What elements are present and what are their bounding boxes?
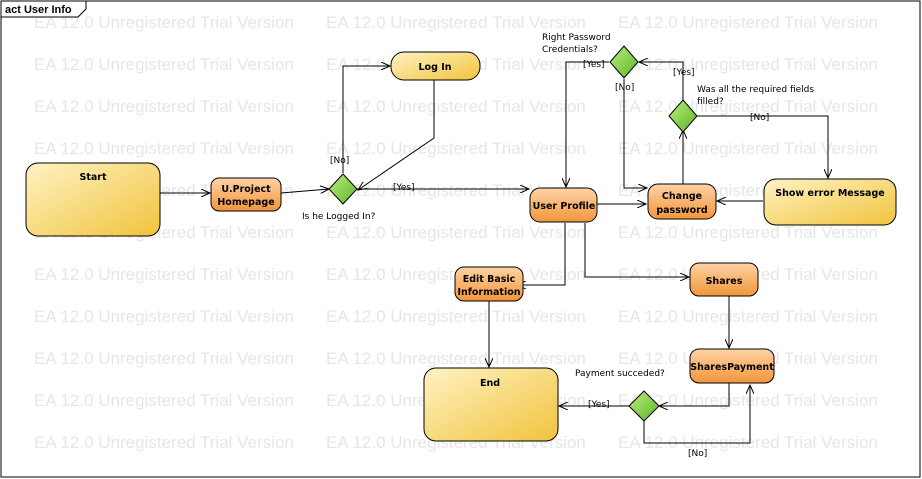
edit-basic-node: Edit Basic Information	[454, 266, 524, 302]
payment-decision: Payment succeded?	[575, 369, 665, 422]
shares-shape	[689, 262, 759, 297]
edges	[160, 61, 828, 444]
logged-in-diamond	[328, 173, 358, 205]
payment-question: Payment succeded?	[575, 369, 665, 379]
change-password-label-line1: Change	[662, 191, 702, 202]
watermark-text: EA 12.0 Unregistered Trial Version	[326, 13, 586, 32]
frame-title: act User Info	[5, 4, 72, 16]
watermark-text: EA 12.0 Unregistered Trial Version	[34, 55, 294, 74]
watermark-text: EA 12.0 Unregistered Trial Version	[618, 55, 878, 74]
watermark-text: EA 12.0 Unregistered Trial Version	[618, 223, 878, 242]
frame-tab	[0, 0, 87, 18]
watermark-text: EA 12.0 Unregistered Trial Version	[326, 97, 586, 116]
shares-node: Shares	[689, 262, 759, 297]
show-error-shape	[763, 178, 897, 226]
user-profile-shape	[529, 187, 598, 223]
watermark-text: EA 12.0 Unregistered Trial Version	[326, 223, 586, 242]
logged-in-decision: Is he Logged In?	[302, 173, 376, 222]
login-label: Log In	[419, 62, 452, 73]
edge-no-password	[623, 79, 647, 188]
watermark-text: EA 12.0 Unregistered Trial Version	[34, 13, 294, 32]
edge-label-yes-fields: [Yes]	[673, 68, 695, 78]
user-profile-node: User Profile	[529, 187, 598, 223]
required-fields-question-line2: filled?	[697, 97, 724, 107]
watermark-text: EA 12.0 Unregistered Trial Version	[34, 139, 294, 158]
edge-no-payment	[643, 385, 750, 444]
end-shape	[423, 367, 559, 442]
edge-no-login	[342, 66, 390, 173]
right-password-diamond	[609, 45, 639, 79]
watermark-text: EA 12.0 Unregistered Trial Version	[326, 307, 586, 326]
change-password-shape	[647, 183, 717, 220]
watermark-text: EA 12.0 Unregistered Trial Version	[618, 391, 878, 410]
homepage-node: U.Project Homepage	[210, 177, 282, 212]
edge-label-yes-payment: [Yes]	[588, 400, 610, 410]
end-label: End	[480, 378, 500, 389]
edge-yes-fields	[639, 62, 684, 102]
homepage-label-line2: Homepage	[217, 197, 274, 208]
edge-label-no-fields: [No]	[750, 113, 769, 123]
edit-basic-label-line1: Edit Basic	[463, 274, 516, 285]
shares-payment-shape	[689, 348, 775, 384]
edge-label-yes-password: [Yes]	[583, 60, 605, 70]
logged-in-question: Is he Logged In?	[302, 212, 376, 222]
required-fields-question-line1: Was all the required fields	[697, 85, 814, 95]
right-password-question-line2: Credentials?	[542, 45, 598, 55]
homepage-label-line1: U.Project	[221, 184, 271, 195]
watermark-text: EA 12.0 Unregistered Trial Version	[326, 139, 586, 158]
edge-no-fields	[697, 115, 828, 178]
edge-login-decision	[358, 80, 435, 190]
watermark-text: EA 12.0 Unregistered Trial Version	[618, 139, 878, 158]
required-fields-diamond	[668, 99, 698, 133]
watermark-text: EA 12.0 Unregistered Trial Version	[34, 349, 294, 368]
start-node: Start	[25, 162, 161, 237]
required-fields-decision: Was all the required fields filled?	[668, 85, 814, 133]
shares-payment-label: SharesPayment	[690, 362, 774, 373]
right-password-decision: Right Password Credentials?	[542, 33, 639, 79]
show-error-label: Show error Message	[775, 188, 884, 199]
change-password-node: Change password	[647, 183, 717, 220]
shares-payment-node: SharesPayment	[689, 348, 775, 384]
watermark-text: EA 12.0 Unregistered Trial Version	[34, 265, 294, 284]
start-shape	[25, 162, 161, 237]
show-error-node: Show error Message	[763, 178, 897, 226]
end-node: End	[423, 367, 559, 442]
watermark-text: EA 12.0 Unregistered Trial Version	[34, 391, 294, 410]
edit-basic-shape	[454, 266, 524, 302]
edge-label-no-login: [No]	[330, 156, 349, 166]
login-shape	[390, 51, 481, 81]
watermark-text: EA 12.0 Unregistered Trial Version	[34, 433, 294, 452]
login-node: Log In	[390, 51, 481, 81]
right-password-question-line1: Right Password	[542, 33, 611, 43]
watermark-text: EA 12.0 Unregistered Trial Version	[34, 307, 294, 326]
watermark-text: EA 12.0 Unregistered Trial Version	[618, 97, 878, 116]
start-label: Start	[79, 172, 106, 183]
edge-homepage-decision	[280, 189, 329, 193]
homepage-shape	[210, 177, 282, 212]
edge-payment-decision	[659, 383, 730, 406]
edge-label-no-payment: [No]	[688, 449, 707, 459]
edit-basic-label-line2: Information	[457, 287, 520, 298]
edge-profile-edit	[517, 223, 566, 285]
shares-label: Shares	[706, 276, 743, 287]
edge-label-no-password: [No]	[615, 83, 634, 93]
payment-diamond	[628, 390, 660, 422]
watermark-text: EA 12.0 Unregistered Trial Version	[326, 349, 586, 368]
user-profile-label: User Profile	[533, 201, 596, 212]
watermark-text: EA 12.0 Unregistered Trial Version	[618, 13, 878, 32]
watermark-text: EA 12.0 Unregistered Trial Version	[618, 307, 878, 326]
edge-profile-shares	[584, 223, 689, 277]
edge-yes-password	[566, 61, 609, 187]
watermark-text: EA 12.0 Unregistered Trial Version	[34, 97, 294, 116]
change-password-label-line2: password	[656, 205, 707, 216]
edge-label-yes-logged: [Yes]	[393, 183, 415, 193]
